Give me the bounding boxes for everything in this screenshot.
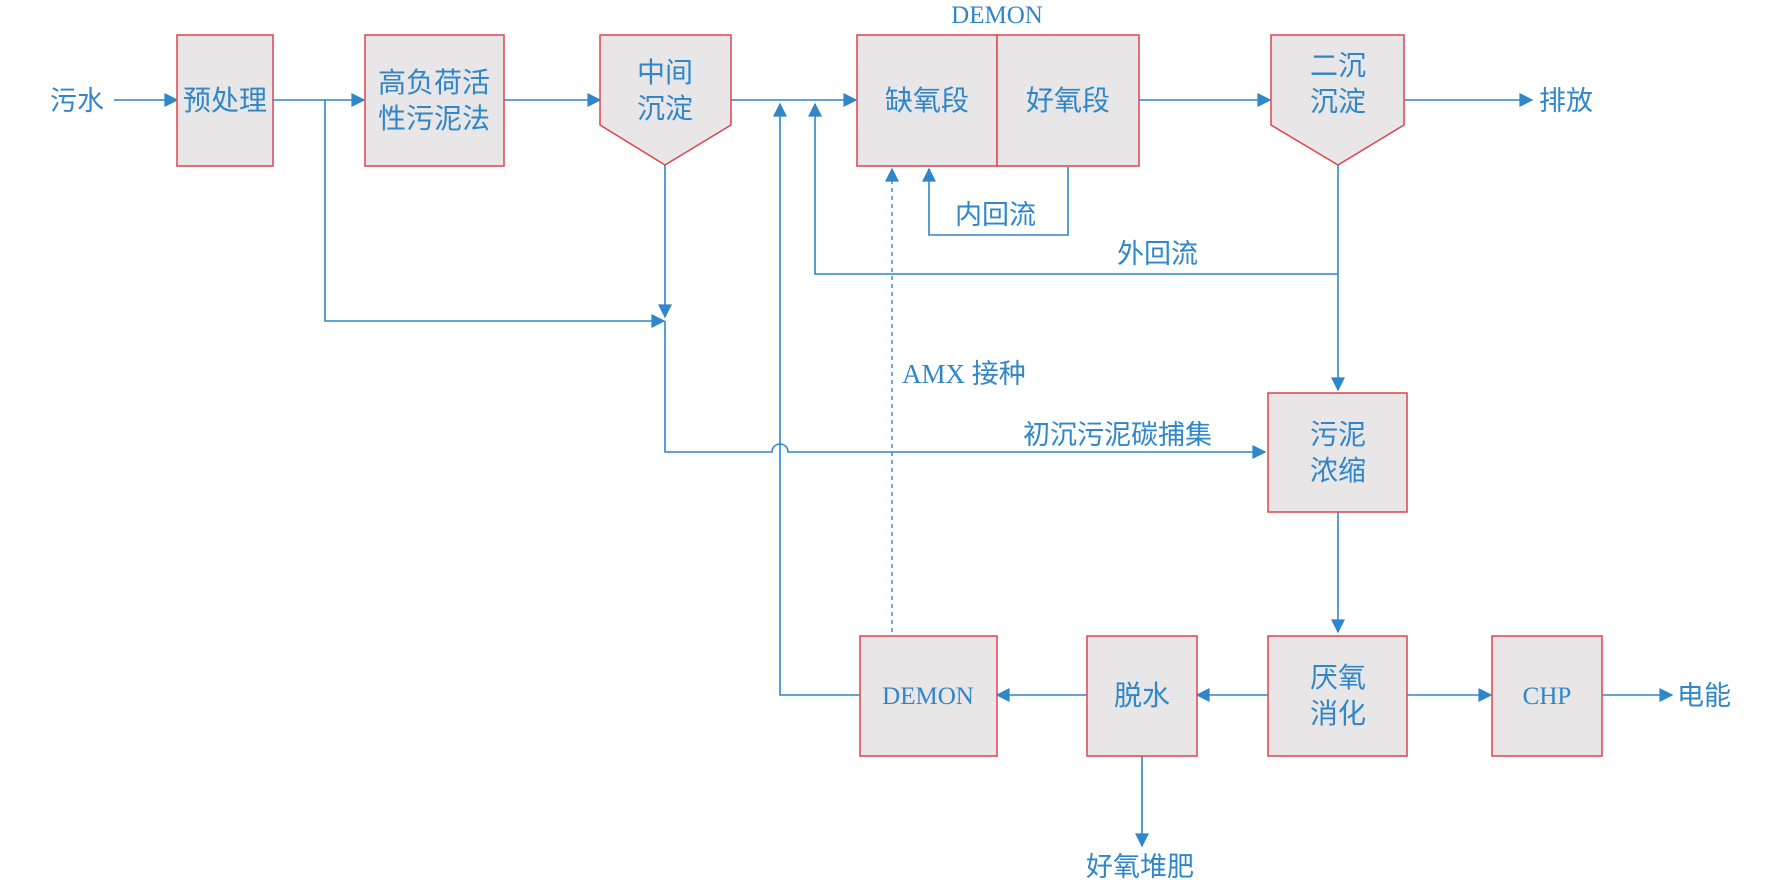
demon-side-label: DEMON: [882, 683, 974, 710]
intermediate-label-line2: 沉淀: [637, 93, 693, 125]
secondary-label-line2: 沉淀: [1310, 86, 1366, 118]
chp-box: CHP: [1491, 635, 1603, 757]
amx-seeding-label: AMX 接种: [902, 359, 1026, 389]
carbon-capture-label: 初沉污泥碳捕集: [1023, 420, 1212, 450]
external-recycle-label: 外回流: [1117, 239, 1198, 269]
hras-label-line2: 性污泥法: [378, 103, 490, 135]
pretreatment-box: 预处理: [176, 34, 274, 167]
dewatering-box: 脱水: [1086, 635, 1198, 757]
intermediate-settler: 中间 沉淀: [599, 34, 732, 166]
digestion-label-line1: 厌氧: [1310, 662, 1366, 694]
flow-external-recycle: [808, 102, 1338, 275]
anaerobic-digestion-box: 厌氧 消化: [1267, 635, 1408, 757]
dewatering-label: 脱水: [1114, 680, 1170, 712]
intermediate-label-line1: 中间: [637, 57, 693, 89]
secondary-settler: 二沉 沉淀: [1270, 34, 1405, 166]
aerobic-label: 好氧段: [1026, 85, 1110, 117]
aerobic-zone: [996, 34, 1140, 167]
hras-label-line1: 高负荷活: [378, 67, 490, 99]
flow-internal-recycle: [922, 167, 1069, 236]
internal-recycle-label: 内回流: [955, 200, 1036, 230]
thickening-label-line2: 浓缩: [1310, 455, 1366, 487]
flow-primary-sludge-to-thickening: [664, 321, 1267, 459]
hras-box: 高负荷活 性污泥法: [364, 34, 505, 167]
flow-bypass: [324, 100, 666, 328]
chp-label: CHP: [1523, 683, 1572, 710]
compost-label: 好氧堆肥: [1086, 852, 1194, 880]
pretreatment-label: 预处理: [183, 85, 267, 117]
discharge-label: 排放: [1539, 86, 1593, 116]
sewage-label: 污水: [50, 86, 104, 116]
electricity-label: 电能: [1677, 681, 1731, 711]
secondary-label-line1: 二沉: [1310, 50, 1366, 82]
digestion-label-line2: 消化: [1310, 698, 1366, 730]
demon-side-box: DEMON: [859, 635, 998, 757]
anoxic-label: 缺氧段: [885, 85, 969, 117]
demon-title: DEMON: [951, 2, 1043, 29]
thickening-label-line1: 污泥: [1310, 419, 1366, 451]
sludge-thickening-box: 污泥 浓缩: [1267, 392, 1408, 513]
demon-reactor: 缺氧段 好氧段: [856, 34, 1140, 167]
flow-demon-side-return: [773, 102, 860, 696]
